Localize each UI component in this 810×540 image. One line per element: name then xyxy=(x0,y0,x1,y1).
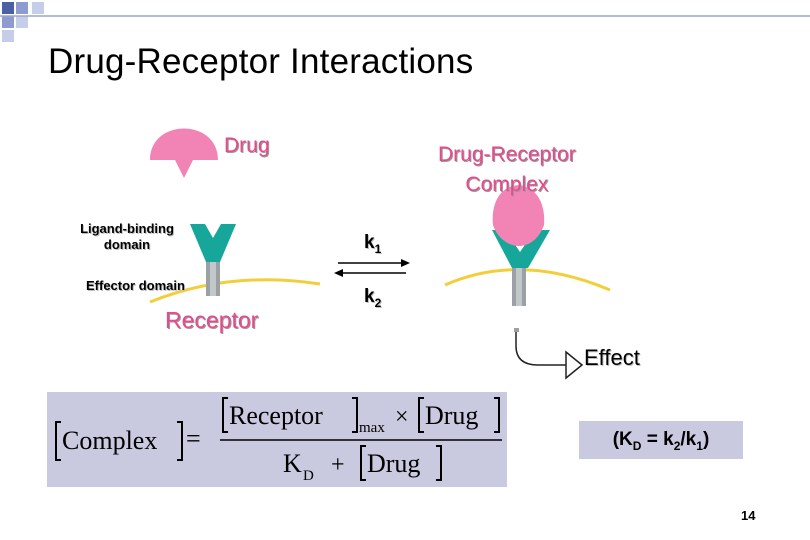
formula-drug-den: Drug xyxy=(367,449,420,478)
reversible-arrows-icon xyxy=(334,259,410,277)
complex-label-line1: Drug-Receptor xyxy=(438,143,576,166)
kd-slash: /k xyxy=(680,429,697,450)
receptor-icon xyxy=(190,224,236,296)
curved-arrow-icon xyxy=(511,328,584,380)
formula-plus: + xyxy=(331,452,345,478)
formula-receptor: Receptor xyxy=(229,401,323,430)
ligand-label-line2: domain xyxy=(103,237,151,252)
effector-domain-label: Effector domain xyxy=(86,278,185,293)
rate-k1-k: k xyxy=(364,232,375,253)
rate-k1: k1 xyxy=(364,232,381,256)
kd-box xyxy=(579,421,743,459)
den-bracket-2 xyxy=(436,445,442,481)
den-bracket-1 xyxy=(360,445,366,481)
num-bracket-1 xyxy=(222,397,228,433)
rate-k2-sub: 2 xyxy=(374,295,382,310)
lhs-bracket-right xyxy=(177,421,183,461)
receptor-label: Receptor xyxy=(165,307,259,333)
rate-k2: k2 xyxy=(364,286,381,310)
membrane-left xyxy=(149,278,321,304)
formula-equals: = xyxy=(186,424,201,453)
corner-squares-icon xyxy=(2,2,44,42)
num-bracket-2 xyxy=(352,397,358,433)
slide-title: Drug-Receptor Interactions xyxy=(48,42,474,81)
complex-label: Drug-Receptor Complex xyxy=(438,140,576,200)
num-bracket-3 xyxy=(418,397,424,433)
lhs-bracket-left xyxy=(55,421,61,461)
complex-label-line2: Complex xyxy=(465,173,549,196)
formula-lhs: Complex xyxy=(62,426,157,455)
kd-sub-d: D xyxy=(632,438,642,453)
kd-relation: (KD = k2/k1) xyxy=(579,429,743,453)
formula-drug-num: Drug xyxy=(425,401,478,430)
rate-k2-k: k xyxy=(364,286,375,307)
kd-open: (K xyxy=(612,429,633,450)
kd-sub-2: 2 xyxy=(673,438,681,453)
formula-max: max xyxy=(359,420,385,436)
ligand-binding-label: Ligand-binding domain xyxy=(66,221,188,253)
formula-kd-sub: D xyxy=(303,468,314,484)
num-bracket-4 xyxy=(494,397,500,433)
formula-kd-k: K xyxy=(283,449,302,478)
effect-label: Effect xyxy=(584,345,640,370)
rate-k1-sub: 1 xyxy=(374,241,382,256)
kd-eq: = k xyxy=(641,429,674,450)
formula-times: × xyxy=(395,404,409,430)
drug-molecule-icon xyxy=(150,128,218,178)
kd-close: ) xyxy=(702,429,710,450)
page-number: 14 xyxy=(741,508,756,523)
kd-sub-1: 1 xyxy=(696,438,703,453)
ligand-label-line1: Ligand-binding xyxy=(80,221,174,236)
drug-label: Drug xyxy=(224,134,270,157)
drug-receptor-complex-icon xyxy=(492,185,550,306)
